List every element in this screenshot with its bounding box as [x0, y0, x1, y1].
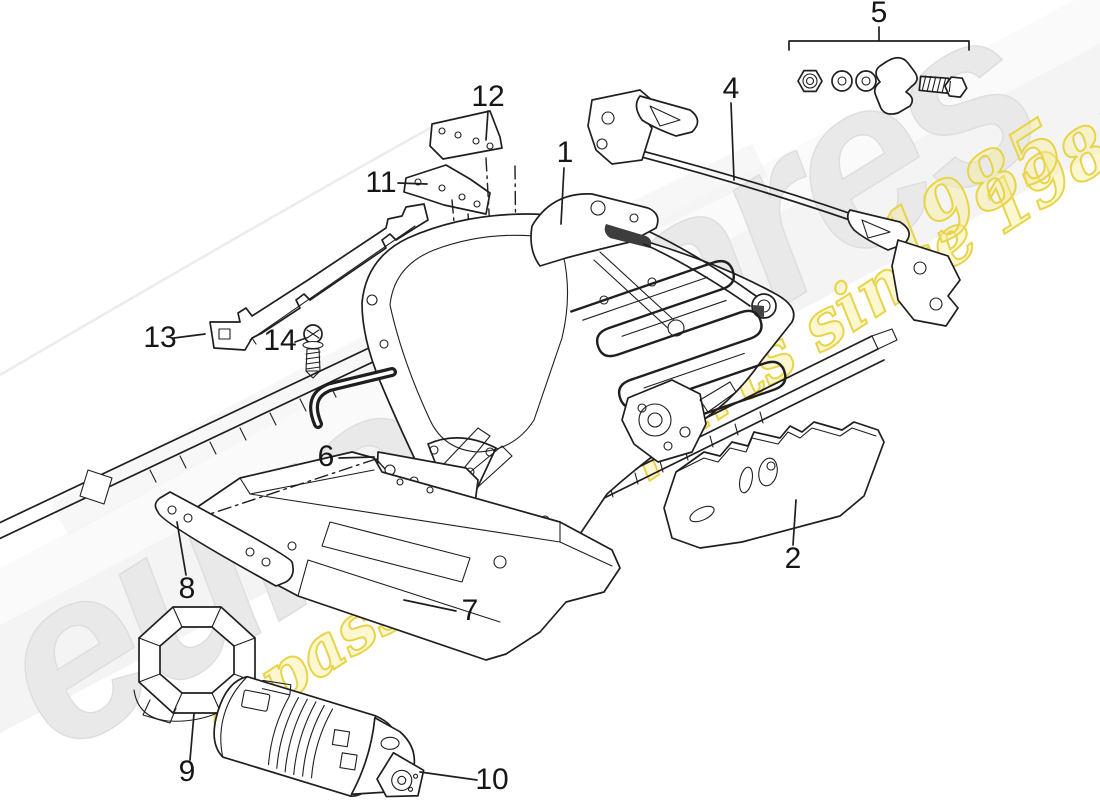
part-2-side-trim-panel: [663, 421, 885, 549]
part-4-cross-bracket: [587, 89, 961, 327]
part-11-spacer-plate: [403, 164, 491, 215]
part-12-spacer-plate: [429, 110, 503, 160]
callout-9: 9: [178, 755, 196, 788]
callout-5: 5: [870, 0, 888, 29]
part-8-mounting-strap: [154, 491, 294, 587]
part-13-rail-cover: [209, 203, 429, 351]
callout-4: 4: [722, 72, 740, 105]
leader-lines: [173, 102, 797, 781]
callout-10: 10: [475, 763, 509, 796]
part-9-adjuster-knob: [133, 606, 256, 724]
callout-1: 1: [556, 136, 574, 169]
callout-13: 13: [143, 321, 177, 354]
callout-8: 8: [178, 572, 196, 605]
part-5-hardware-kit: [788, 26, 970, 115]
callout-12: 12: [471, 80, 505, 113]
part-10-drive-motor: [213, 675, 425, 798]
callout-7: 7: [461, 594, 479, 627]
part-14-screw: [302, 324, 324, 379]
callout-14: 14: [263, 324, 297, 357]
callout-2: 2: [784, 542, 802, 575]
callout-6: 6: [317, 440, 335, 473]
callout-11: 11: [365, 166, 397, 199]
